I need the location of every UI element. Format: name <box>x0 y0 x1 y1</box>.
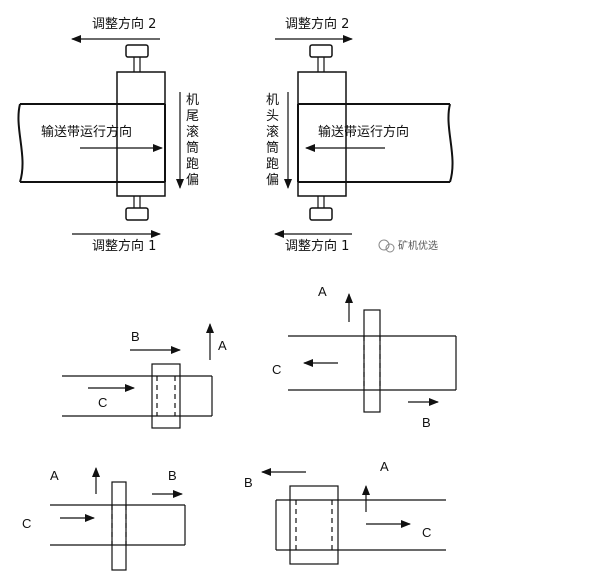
side-char: 滚 <box>266 124 279 140</box>
side-char: 头 <box>266 109 279 124</box>
label-b: B <box>422 415 431 430</box>
label-a: A <box>318 284 327 299</box>
side-char: 偏 <box>186 173 199 188</box>
label-c: C <box>422 525 431 540</box>
side-char: 机 <box>266 93 279 108</box>
belt <box>17 103 165 183</box>
bottom-knob <box>125 207 149 221</box>
top-knob <box>309 44 333 58</box>
label-a: A <box>50 468 59 483</box>
bearing-block <box>116 71 166 197</box>
label-b: B <box>168 468 177 483</box>
idler-diagram-3: A B C <box>22 467 186 571</box>
head-pulley-diagram: 调整方向 2 输送带运行方向 机 头 滚 筒 跑 偏 调整方向 1 <box>266 16 454 254</box>
bottom-knob <box>309 207 333 221</box>
idler-roller <box>111 481 127 571</box>
idler-roller <box>363 309 381 413</box>
label-b: B <box>131 329 140 344</box>
adjust-direction-2-label: 调整方向 2 <box>92 16 156 32</box>
side-char: 尾 <box>186 109 199 124</box>
wechat-icon <box>378 239 390 251</box>
idler-roller <box>289 485 339 565</box>
label-c: C <box>272 362 281 377</box>
label-a: A <box>218 338 227 353</box>
side-char: 跑 <box>266 157 279 172</box>
belt <box>298 103 454 183</box>
belt-direction-label: 输送带运行方向 <box>318 124 409 140</box>
idler-diagram-4: B A C <box>244 459 446 565</box>
label-c: C <box>22 516 31 531</box>
adjust-direction-1-label: 调整方向 1 <box>285 238 349 254</box>
side-char: 滚 <box>186 124 199 140</box>
watermark: 矿机优选 <box>378 239 438 253</box>
adjust-direction-1-label: 调整方向 1 <box>92 238 156 254</box>
adjust-direction-2-label: 调整方向 2 <box>285 16 349 32</box>
side-char: 机 <box>186 93 199 108</box>
side-char: 偏 <box>266 173 279 188</box>
idler-roller <box>151 363 181 429</box>
side-char: 筒 <box>186 140 199 156</box>
belt-direction-label: 输送带运行方向 <box>41 124 132 140</box>
side-char: 筒 <box>266 140 279 156</box>
tail-pulley-diagram: 调整方向 2 输送带运行方向 机 尾 滚 筒 跑 偏 调整方向 1 <box>17 16 199 254</box>
label-b: B <box>244 475 253 490</box>
idler-diagram-2: A C B <box>272 284 457 430</box>
bearing-block <box>297 71 347 197</box>
label-c: C <box>98 395 107 410</box>
side-char: 跑 <box>186 157 199 172</box>
top-knob <box>125 44 149 58</box>
watermark-text: 矿机优选 <box>398 239 438 252</box>
label-a: A <box>380 459 389 474</box>
idler-diagram-1: B A C <box>62 323 227 429</box>
